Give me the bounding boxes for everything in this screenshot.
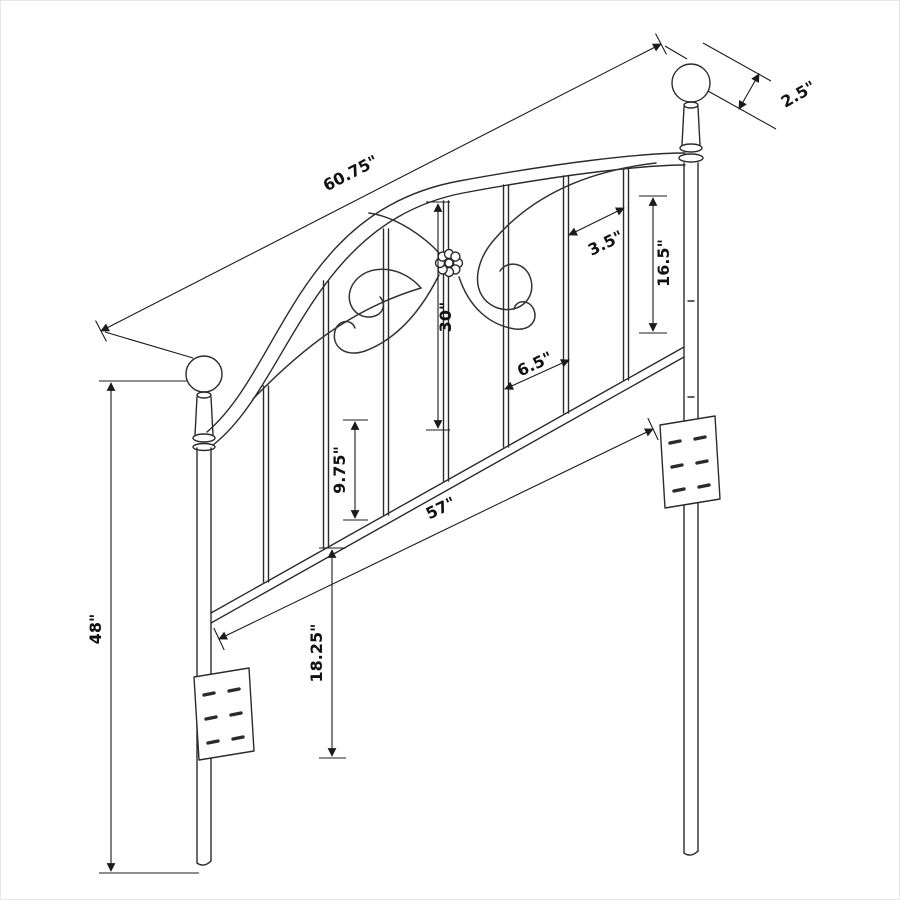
dim-left-spindle-height: 9.75" xyxy=(330,419,368,521)
bracket-plate xyxy=(659,415,721,509)
dim-label-top-spindle-gap: 3.5" xyxy=(585,226,626,259)
dim-label-overall-width: 60.75" xyxy=(320,151,381,195)
spindle xyxy=(622,168,630,381)
dim-inner-width: 57" xyxy=(213,417,659,651)
spindles xyxy=(262,168,630,583)
dim-label-post-diameter: 2.5" xyxy=(778,77,819,112)
headboard-drawing xyxy=(185,63,721,866)
spindle xyxy=(562,175,570,414)
left-post-collar xyxy=(192,433,216,443)
dim-upper-section-height: 16.5" xyxy=(639,195,673,334)
dim-label-arch-center-height: 30" xyxy=(436,302,455,333)
dim-label-overall-height: 48" xyxy=(86,614,105,645)
left-ball-finial xyxy=(185,355,223,393)
dim-overall-height: 48" xyxy=(86,380,199,874)
flower-medallion xyxy=(434,248,464,278)
left-mounting-bracket xyxy=(193,667,255,761)
right-ball-finial xyxy=(671,63,711,103)
dim-post-diameter: 2.5" xyxy=(702,42,819,130)
dim-mid-spindle-gap: 6.5" xyxy=(504,348,570,390)
right-post xyxy=(671,63,711,856)
right-mounting-bracket xyxy=(659,415,721,509)
right-post-collar xyxy=(679,143,703,153)
spindle xyxy=(322,280,330,549)
dim-top-spindle-gap: 3.5" xyxy=(568,207,626,260)
dim-label-lower-section-height: 18.25" xyxy=(307,624,326,683)
top-rail xyxy=(206,152,686,446)
spindle xyxy=(382,228,390,516)
scrollwork xyxy=(252,162,657,400)
dim-label-left-spindle-height: 9.75" xyxy=(330,446,349,494)
dim-label-upper-section-height: 16.5" xyxy=(654,239,673,287)
bottom-rail xyxy=(210,346,685,624)
left-post xyxy=(185,355,223,866)
spindle xyxy=(442,200,450,482)
dim-label-inner-width: 57" xyxy=(423,493,459,523)
dim-lower-section-height: 18.25" xyxy=(307,547,346,759)
dim-arch-center-height: 30" xyxy=(426,201,455,431)
dim-overall-width: 60.75" xyxy=(95,33,688,359)
spindle xyxy=(502,184,510,448)
spindle xyxy=(262,385,270,583)
bracket-plate xyxy=(193,667,255,761)
